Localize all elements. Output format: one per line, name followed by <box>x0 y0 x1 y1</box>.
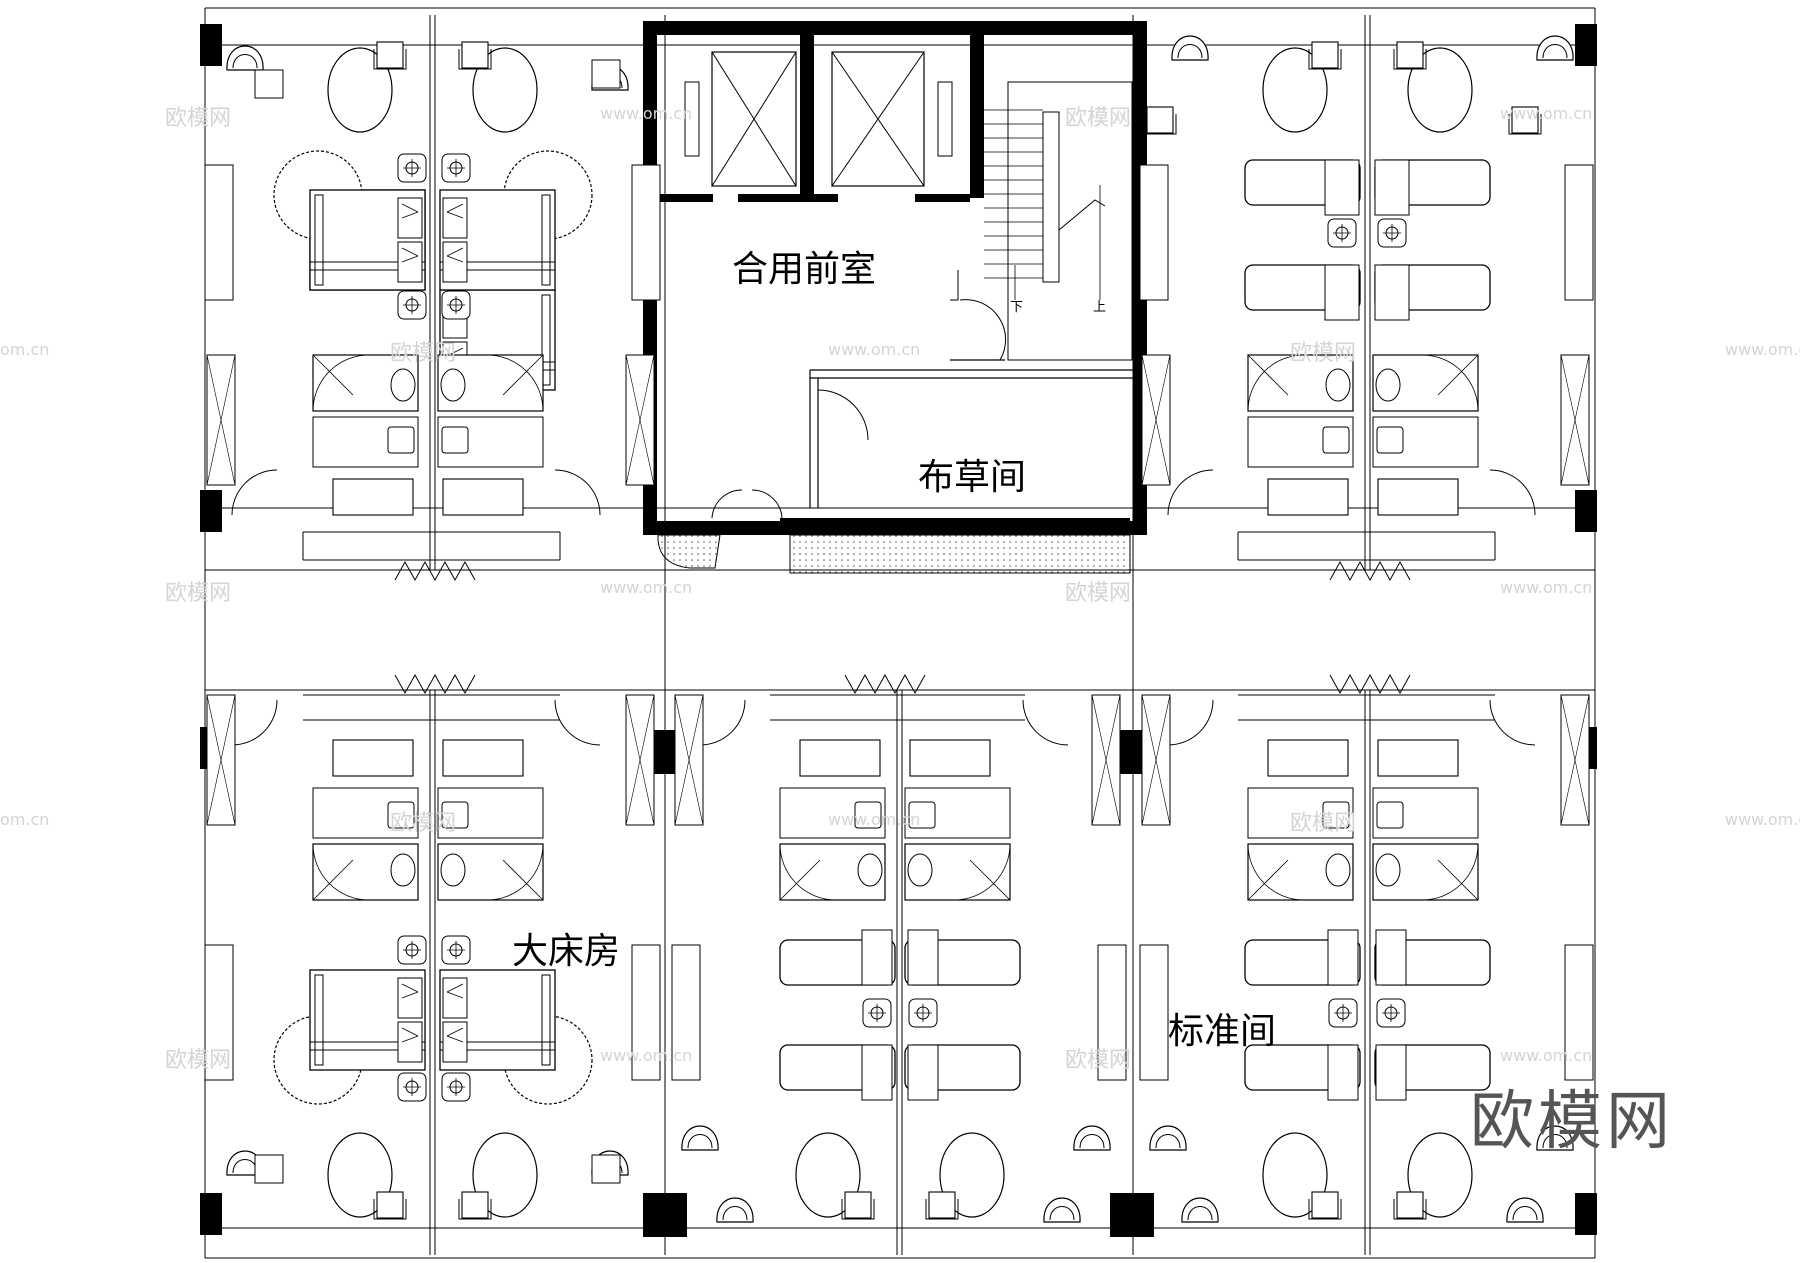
watermark-url: www.om.cn <box>600 1046 693 1065</box>
room-top-right <box>1139 35 1594 582</box>
watermark-brand: 欧模网 <box>165 581 232 606</box>
watermark-url: www.om.cn <box>1500 578 1593 597</box>
watermark-brand: 欧模网 <box>1065 106 1132 131</box>
watermark-brand: 欧模网 <box>165 1048 232 1073</box>
watermark-url: www.om.cn <box>1500 1046 1593 1065</box>
watermark-brand: 欧模网 <box>1290 341 1357 366</box>
watermark-url: om.cn <box>0 810 50 829</box>
king-room-label: 大床房 <box>512 931 621 972</box>
watermark-url: www.om.cn <box>1725 810 1800 829</box>
room-bottom-middle <box>671 673 1127 1223</box>
brand-watermark: 欧模网 <box>1470 1085 1674 1159</box>
watermark-url: www.om.cn <box>828 810 921 829</box>
room-bottom-right <box>1139 673 1594 1223</box>
room-bottom-left <box>204 673 661 1220</box>
watermark-brand: 欧模网 <box>1290 811 1357 836</box>
stair-up-label: 上 <box>1093 300 1107 315</box>
watermark-url: www.om.cn <box>1725 340 1800 359</box>
linen-room-label: 布草间 <box>918 457 1027 498</box>
watermark-url: om.cn <box>0 340 50 359</box>
watermark-url: www.om.cn <box>1500 104 1593 123</box>
watermark-brand: 欧模网 <box>165 106 232 131</box>
watermark-url: www.om.cn <box>600 104 693 123</box>
watermark-url: www.om.cn <box>828 340 921 359</box>
lobby-label: 合用前室 <box>732 249 877 290</box>
watermark-brand: 欧模网 <box>390 341 457 366</box>
watermark-brand: 欧模网 <box>1065 1048 1132 1073</box>
twin-room-label: 标准间 <box>1168 1011 1277 1052</box>
watermark-url: www.om.cn <box>600 578 693 597</box>
watermark-brand: 欧模网 <box>390 811 457 836</box>
room-top-left <box>204 41 661 582</box>
stair-down-label: 下 <box>1010 300 1024 315</box>
watermark-brand: 欧模网 <box>1065 581 1132 606</box>
